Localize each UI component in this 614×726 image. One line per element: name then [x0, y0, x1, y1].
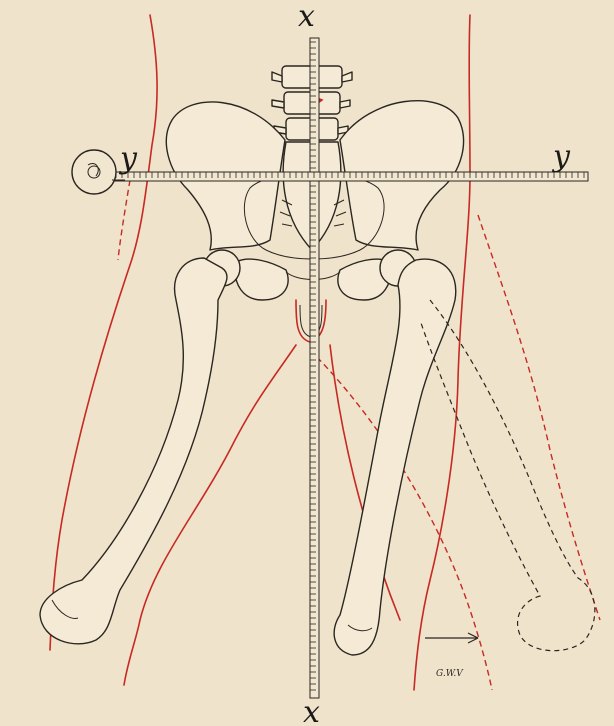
horizontal-measuring-tape: [112, 172, 588, 181]
axis-label-x-top: x: [298, 0, 315, 34]
axis-label-y-right: y: [551, 139, 571, 174]
vertical-measuring-tape: [310, 38, 319, 698]
axis-label-x-bottom: x: [303, 695, 320, 726]
artist-signature: G.W.V: [436, 669, 464, 679]
axis-label-y-left: y: [118, 141, 138, 176]
